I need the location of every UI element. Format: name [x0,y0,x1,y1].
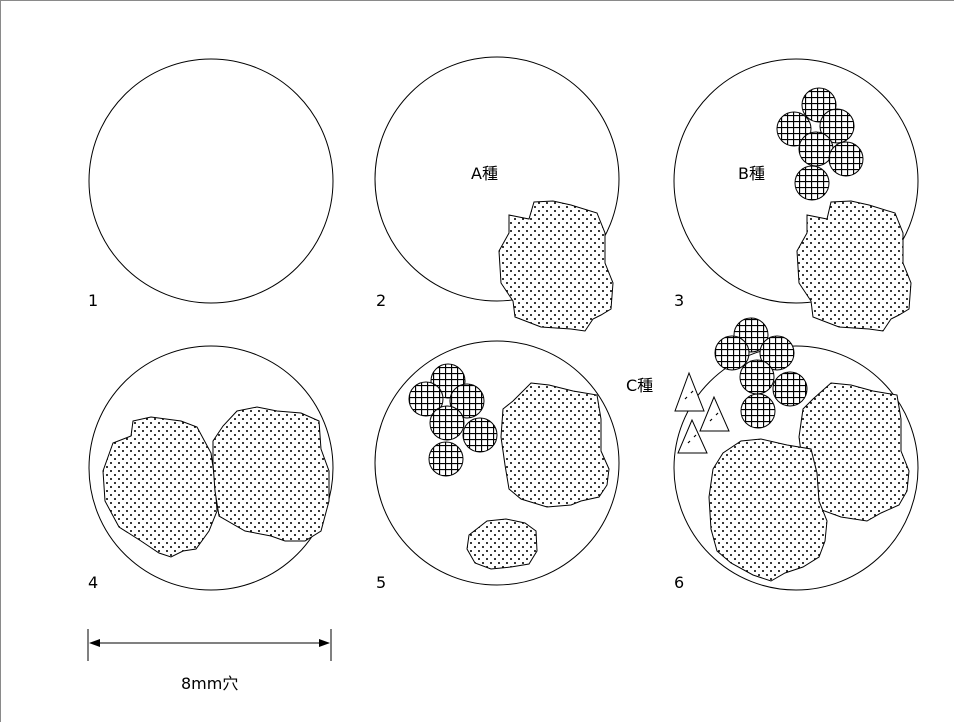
seed-species-b [776,111,812,147]
seed-species-a [466,518,538,570]
panel-number: 5 [376,573,386,592]
seed-cluster-species-b [408,363,498,477]
scale-bar-arrow-left [89,639,100,647]
scale-bar-arrow-right [319,639,330,647]
panel-number: 1 [88,291,98,310]
seed-species-a [500,382,610,508]
seed-species-a [498,200,614,332]
seed-species-b [429,405,465,441]
seed-species-a [796,200,912,332]
panel-3: B種 3 [673,58,919,332]
seed-species-c [674,371,705,412]
seed-species-a [102,416,218,558]
seed-species-a [798,382,910,522]
species-a-label: A種 [471,164,498,183]
species-c-label: C種 [626,376,653,395]
seed-species-b [828,141,864,177]
seed-species-b [739,359,775,395]
panel-1: 1 [88,58,334,310]
seed-species-b [714,335,750,371]
seed-species-b [794,165,830,201]
seed-species-b [819,108,855,144]
seed-cluster-species-b [776,87,864,201]
panel-4: 4 [88,345,334,592]
seed-species-c [677,418,708,454]
hole-circle [374,340,620,586]
seed-cluster-species-b [714,317,808,429]
hole-circle [673,345,919,591]
seed-species-c [699,395,730,432]
panel-6: C種 6 [626,317,919,592]
panel-number: 3 [674,291,684,310]
seed-species-b [740,393,776,429]
scale-bar-label: 8mm穴 [181,674,238,693]
seed-species-b [408,381,444,417]
seed-species-b [449,383,485,419]
seed-species-b [798,131,834,167]
seed-species-b [759,335,795,371]
hole-circle [673,58,919,304]
panel-2: A種 2 [374,56,620,332]
panel-5: 5 [374,340,620,592]
seed-species-b [462,417,498,453]
panel-number: 2 [376,291,386,310]
hole-circle [88,345,334,591]
panel-number: 6 [674,573,684,592]
species-b-label: B種 [738,164,765,183]
seed-species-a [212,406,330,542]
hole-circle [374,56,620,302]
seed-species-b [772,371,808,407]
seed-species-a [708,438,828,582]
seed-species-b [428,441,464,477]
panel-number: 4 [88,573,98,592]
species-c-texture [684,390,719,444]
hole-circle [88,58,334,304]
seed-cluster-species-c [674,371,730,454]
scale-bar: 8mm穴 [87,629,332,693]
